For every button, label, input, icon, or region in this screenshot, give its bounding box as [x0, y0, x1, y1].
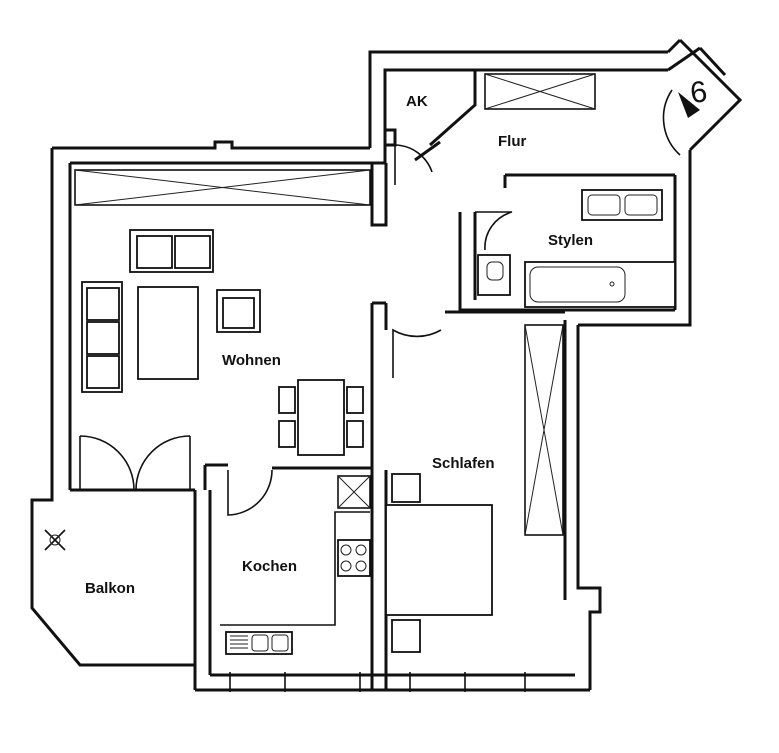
storage-units	[74, 73, 596, 536]
room-label-flur: Flur	[498, 133, 526, 150]
room-label-stylen: Stylen	[548, 232, 593, 249]
living-furniture	[81, 229, 364, 456]
outer-walls	[30, 38, 743, 692]
bedroom-furniture	[385, 473, 493, 653]
staircase-marker: 6	[678, 75, 709, 118]
room-label-wohnen: Wohnen	[222, 352, 281, 369]
room-label-schlafen: Schlafen	[432, 455, 495, 472]
room-label-kochen: Kochen	[242, 558, 297, 575]
doors	[79, 89, 681, 516]
room-label-ak: AK	[406, 93, 428, 110]
room-label-balkon: Balkon	[85, 580, 135, 597]
bathroom-fixtures	[477, 189, 676, 308]
balcony-lamp-icon	[44, 529, 66, 551]
staircase-number: 6	[688, 75, 709, 110]
kitchen-furniture	[220, 511, 371, 655]
